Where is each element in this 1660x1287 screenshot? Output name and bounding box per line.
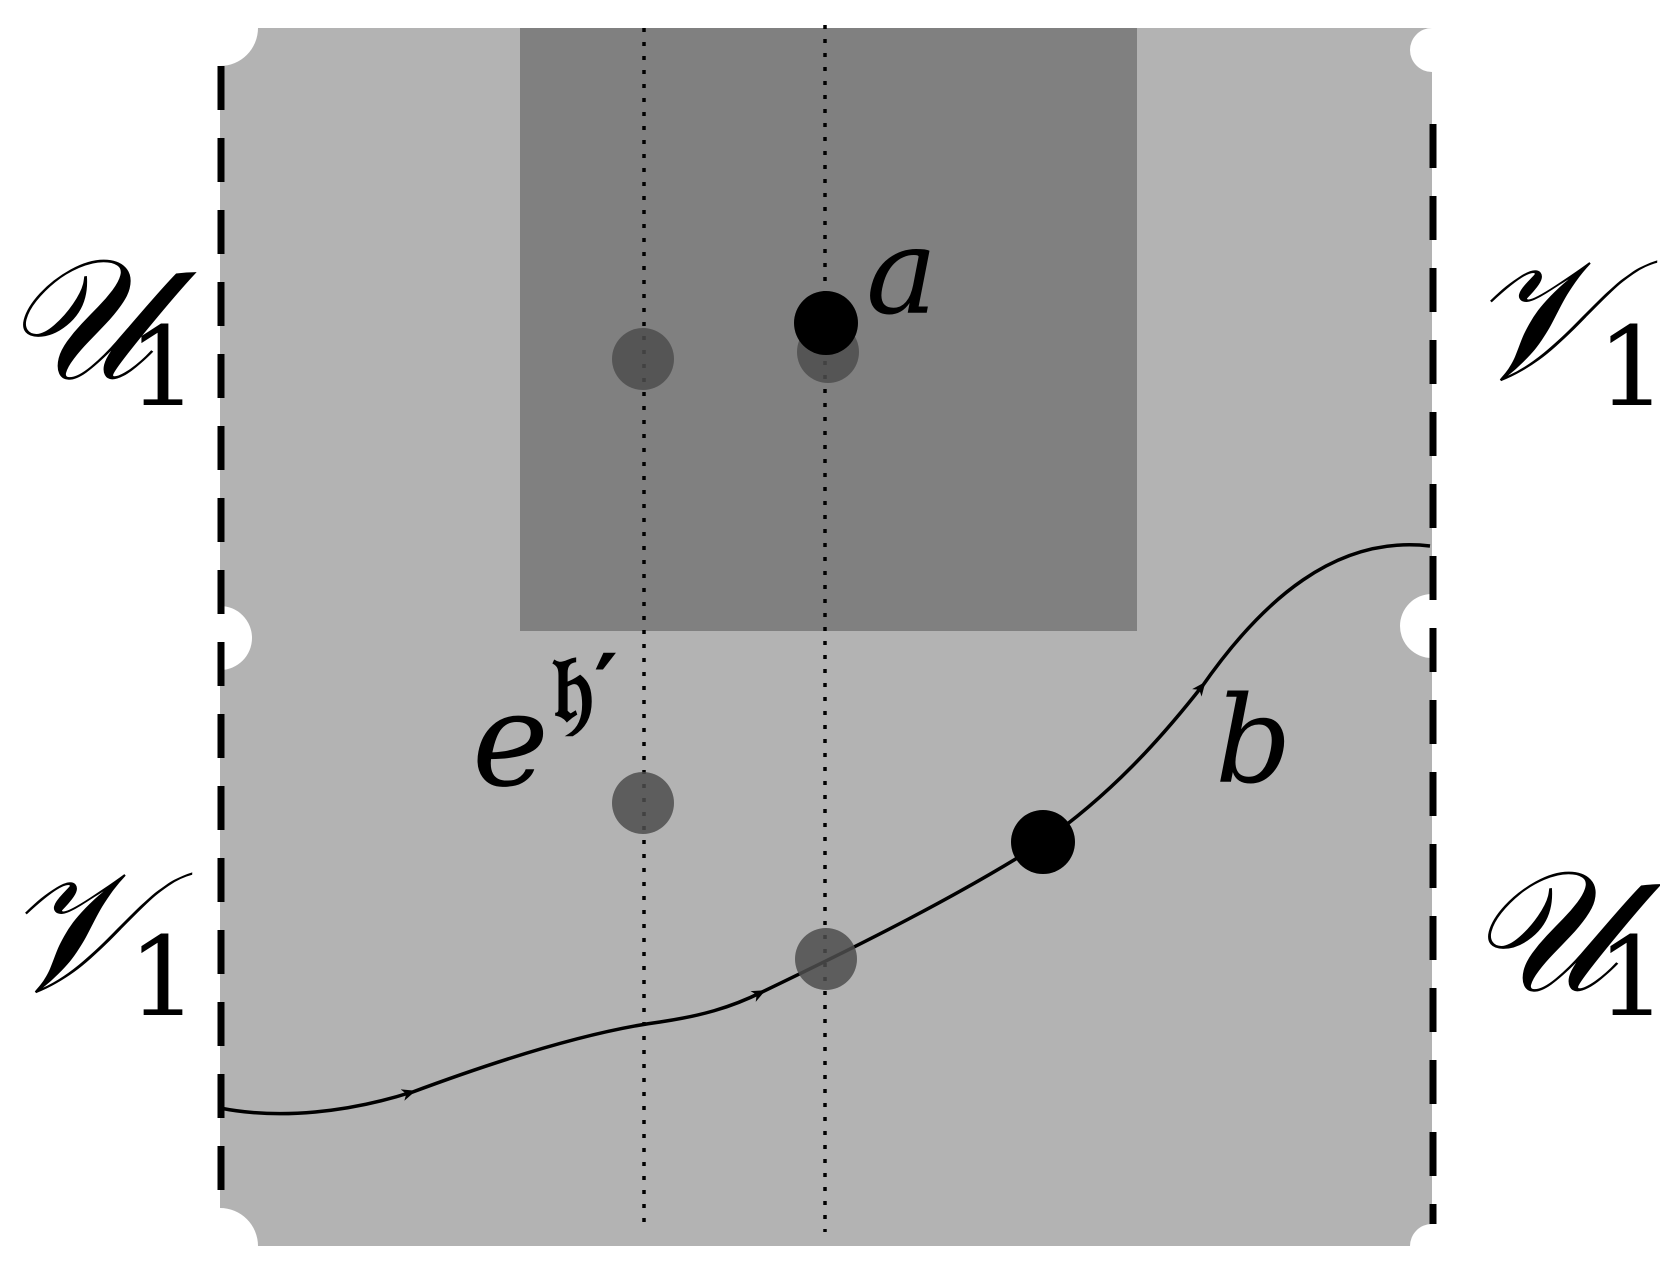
point-a (794, 291, 858, 355)
curve-segment-1 (219, 1089, 416, 1116)
ghost-point-lower-left (612, 772, 674, 834)
label-u1-right-subscript: 1 (1597, 913, 1660, 1041)
label-point-b: b (1215, 672, 1292, 811)
point-b (1011, 810, 1075, 874)
label-e-superscript: 𝔥′ (552, 634, 618, 742)
label-e-base: e (472, 664, 549, 816)
curve-segment-2 (409, 990, 766, 1095)
ghost-point-on-curve (795, 928, 857, 990)
label-u1-left-subscript: 1 (128, 303, 198, 431)
label-v1-right-top-subscript: 1 (1597, 303, 1660, 431)
ghost-point-upper-left (612, 328, 674, 390)
label-v1-left-subscript: 1 (128, 913, 198, 1041)
label-point-a: a (866, 203, 938, 342)
curve-segment-4 (1199, 543, 1431, 689)
